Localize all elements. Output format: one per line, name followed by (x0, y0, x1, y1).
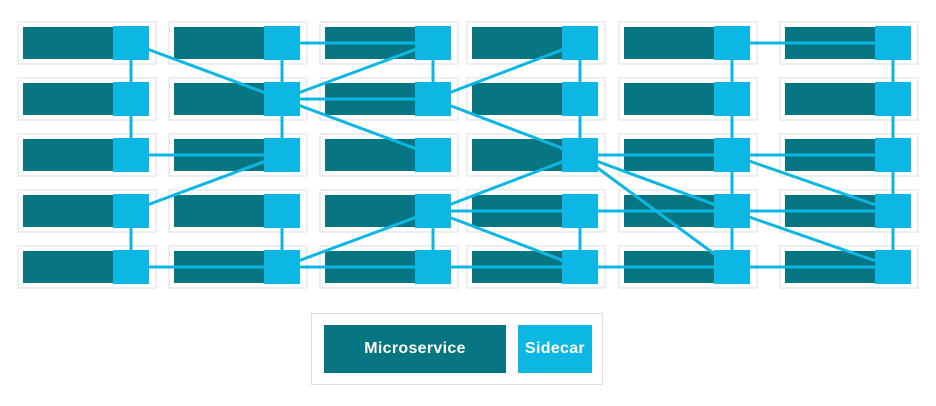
microservice-box (23, 251, 113, 283)
microservice-box (472, 83, 562, 115)
microservice-box (174, 27, 264, 59)
sidecar-box (264, 138, 300, 172)
sidecar-box (113, 26, 149, 60)
sidecar-box (714, 250, 750, 284)
sidecar-connection (281, 97, 434, 157)
microservice-box (785, 83, 875, 115)
sidecar-box (875, 138, 911, 172)
sidecar-box (875, 250, 911, 284)
sidecar-box (264, 250, 300, 284)
sidecar-box (875, 194, 911, 228)
sidecar-connection (432, 41, 581, 101)
sidecar-box (562, 194, 598, 228)
microservice-box (624, 27, 714, 59)
sidecar-connection (432, 97, 581, 157)
sidecar-connection (281, 209, 434, 269)
legend: Microservice Sidecar (311, 313, 603, 385)
legend-sidecar: Sidecar (518, 325, 592, 373)
sidecar-box (415, 194, 451, 228)
sidecar-connection (130, 153, 283, 213)
sidecar-box (415, 82, 451, 116)
sidecar-box (562, 82, 598, 116)
sidecar-box (875, 26, 911, 60)
sidecar-connection (130, 41, 283, 101)
sidecar-box (264, 26, 300, 60)
sidecar-connection (731, 209, 894, 269)
sidecar-box (264, 194, 300, 228)
microservice-box (472, 139, 562, 171)
microservice-box (23, 139, 113, 171)
sidecar-box (415, 26, 451, 60)
legend-microservice: Microservice (324, 325, 506, 373)
sidecar-box (875, 82, 911, 116)
microservice-box (23, 195, 113, 227)
sidecar-box (714, 194, 750, 228)
sidecar-box (113, 250, 149, 284)
sidecar-connection (432, 209, 581, 269)
sidecar-box (264, 82, 300, 116)
sidecar-box (562, 138, 598, 172)
sidecar-box (415, 138, 451, 172)
sidecar-box (113, 138, 149, 172)
sidecar-box (714, 138, 750, 172)
microservice-box (472, 27, 562, 59)
sidecar-box (113, 82, 149, 116)
service-mesh-diagram (17, 21, 919, 289)
microservice-box (23, 27, 113, 59)
sidecar-box (415, 250, 451, 284)
sidecar-box (714, 26, 750, 60)
sidecar-connection (281, 41, 434, 101)
microservice-box (624, 83, 714, 115)
sidecar-connection (731, 153, 894, 213)
sidecar-connection (579, 153, 733, 213)
microservice-box (174, 195, 264, 227)
sidecar-connection (432, 153, 581, 213)
sidecar-box (113, 194, 149, 228)
sidecar-box (714, 82, 750, 116)
microservice-box (23, 83, 113, 115)
sidecar-box (562, 26, 598, 60)
sidecar-box (562, 250, 598, 284)
